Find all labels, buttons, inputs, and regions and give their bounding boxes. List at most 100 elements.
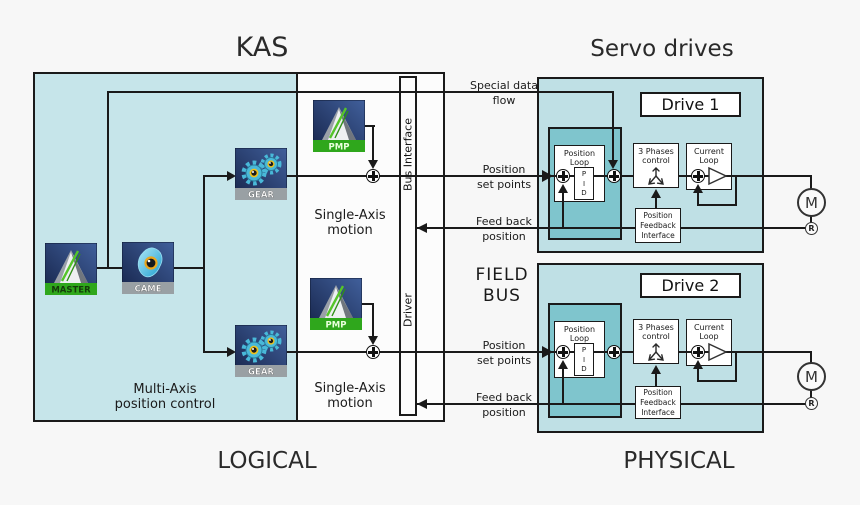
field-bus-line: FIELD xyxy=(475,265,529,285)
gear-branch-riser xyxy=(203,175,205,353)
current-loop-label: Loop xyxy=(699,332,719,341)
current2-fb-left xyxy=(697,368,699,382)
pmp2-sum-arrow xyxy=(368,336,378,345)
gear-icon-label: GEAR xyxy=(248,368,274,378)
three-phases-label: 3 Phases xyxy=(638,147,674,156)
position-loop-label: Loop xyxy=(569,158,590,167)
setpoints1-line xyxy=(379,175,564,177)
current-loop-label: Loop xyxy=(699,156,719,165)
pfi-label: Feedback xyxy=(640,221,676,230)
special-data-flow-label: Special data flow xyxy=(460,80,548,106)
current2-fb-right xyxy=(735,351,737,382)
drive2-three-phases-block: 3 Phases control xyxy=(633,319,679,364)
summing-junction xyxy=(556,169,570,183)
single-axis-caption-line: Single-Axis xyxy=(314,381,386,396)
pmp-icon-label: PMP xyxy=(329,143,350,153)
motor2-circle: M xyxy=(797,362,826,391)
feedback2-riser xyxy=(562,368,564,404)
phases2-output-line xyxy=(678,351,698,353)
motor-label: M xyxy=(805,367,818,386)
current1-fb-left xyxy=(697,192,699,206)
three-phases-label: control xyxy=(642,156,670,165)
came-block-icon: CAME xyxy=(122,242,174,294)
flow-label-line: Feed back xyxy=(476,215,532,228)
drive1-position-feedback-interface: Position Feedback Interface xyxy=(635,208,681,243)
flow-label-line: Special data xyxy=(470,79,538,92)
three-phases-icon xyxy=(648,343,664,361)
feedback1-line xyxy=(416,227,806,229)
current-loop-label: Current xyxy=(693,147,725,156)
flow-label-line: position xyxy=(482,230,526,243)
pfi-label: Position xyxy=(643,388,673,397)
single-axis-caption-line: Single-Axis xyxy=(314,208,386,223)
gear1-block-icon: GEAR xyxy=(235,148,287,200)
current2-fb-bottom xyxy=(697,380,737,382)
field-bus-line: BUS xyxy=(483,286,521,306)
single-axis-caption-line: motion xyxy=(327,223,373,238)
setpoints2-label: Position set points xyxy=(460,340,548,366)
pmp1-drop xyxy=(372,125,374,161)
multi-axis-caption-line: Multi-Axis xyxy=(133,382,197,397)
bus-interface-driver-box xyxy=(399,76,417,416)
pfi-label: Position xyxy=(643,211,673,220)
current2-fb-arrow xyxy=(693,360,703,369)
drive2-title: Drive 2 xyxy=(661,276,720,295)
feedback1-arrow xyxy=(417,223,427,233)
drive2-entry-arrow xyxy=(542,346,553,358)
servo-drives-title: Servo drives xyxy=(590,36,734,62)
current2-output-line xyxy=(704,351,812,353)
drive2-pid-block: P I D xyxy=(574,343,594,376)
current1-fb-right xyxy=(735,175,737,206)
special-data-drop xyxy=(612,91,614,161)
flow-label-line: set points xyxy=(476,178,532,191)
master-block-icon: MASTER xyxy=(45,243,97,295)
pid-letter: D xyxy=(581,365,587,373)
special-data-riser xyxy=(107,91,109,268)
feedback2-line xyxy=(416,403,806,405)
came-branch-connector xyxy=(174,267,205,269)
special-data-line xyxy=(107,91,614,93)
current1-fb-arrow xyxy=(693,184,703,193)
master-came-connector xyxy=(97,267,122,269)
resolver1-circle: R xyxy=(805,222,818,235)
phases1-output-line xyxy=(678,175,698,177)
summing-junction xyxy=(691,169,705,183)
summing-junction xyxy=(366,345,380,359)
amplifier-icon xyxy=(708,166,728,186)
single-axis-caption-2: Single-Axis motion xyxy=(290,381,410,411)
pmp1-block-icon: PMP xyxy=(313,100,365,152)
current1-fb-bottom xyxy=(697,204,737,206)
pid-letter: P xyxy=(581,170,587,178)
feedback2-arrow xyxy=(417,399,427,409)
setpoints1-label: Position set points xyxy=(460,164,548,190)
kas-title: KAS xyxy=(235,32,289,63)
flow-label-line: Feed back xyxy=(476,391,532,404)
pfi-label: Feedback xyxy=(640,398,676,407)
pid-letter: I xyxy=(582,179,586,188)
motor-label: M xyxy=(805,193,818,212)
single-axis-caption-1: Single-Axis motion xyxy=(290,208,410,238)
resolver-label: R xyxy=(808,224,815,233)
setpoints2-line xyxy=(379,351,564,353)
pid-letter: I xyxy=(582,355,586,364)
summing-junction xyxy=(366,169,380,183)
pfi1-riser xyxy=(655,196,657,209)
position-loop-label: Position xyxy=(563,149,596,158)
pfi-label: Interface xyxy=(641,408,675,417)
flow-label-line: Position xyxy=(482,163,526,176)
field-bus-label: FIELD BUS xyxy=(462,265,542,307)
gear1-input-arrow xyxy=(227,171,236,181)
pmp2-output-line xyxy=(361,303,374,305)
gear1-output-line xyxy=(287,175,367,177)
three-phases-icon xyxy=(648,167,664,185)
flow-label-line: set points xyxy=(476,354,532,367)
feedback1-label: Feed back position xyxy=(460,216,548,242)
three-phases-label: 3 Phases xyxy=(638,323,674,332)
pmp-icon-label: PMP xyxy=(326,321,347,331)
pmp2-drop xyxy=(372,303,374,338)
summing-junction xyxy=(691,345,705,359)
gear2-input-line xyxy=(203,351,227,353)
gear2-input-arrow xyxy=(227,347,236,357)
drive1-three-phases-block: 3 Phases control xyxy=(633,143,679,188)
pid-letter: P xyxy=(581,346,587,354)
